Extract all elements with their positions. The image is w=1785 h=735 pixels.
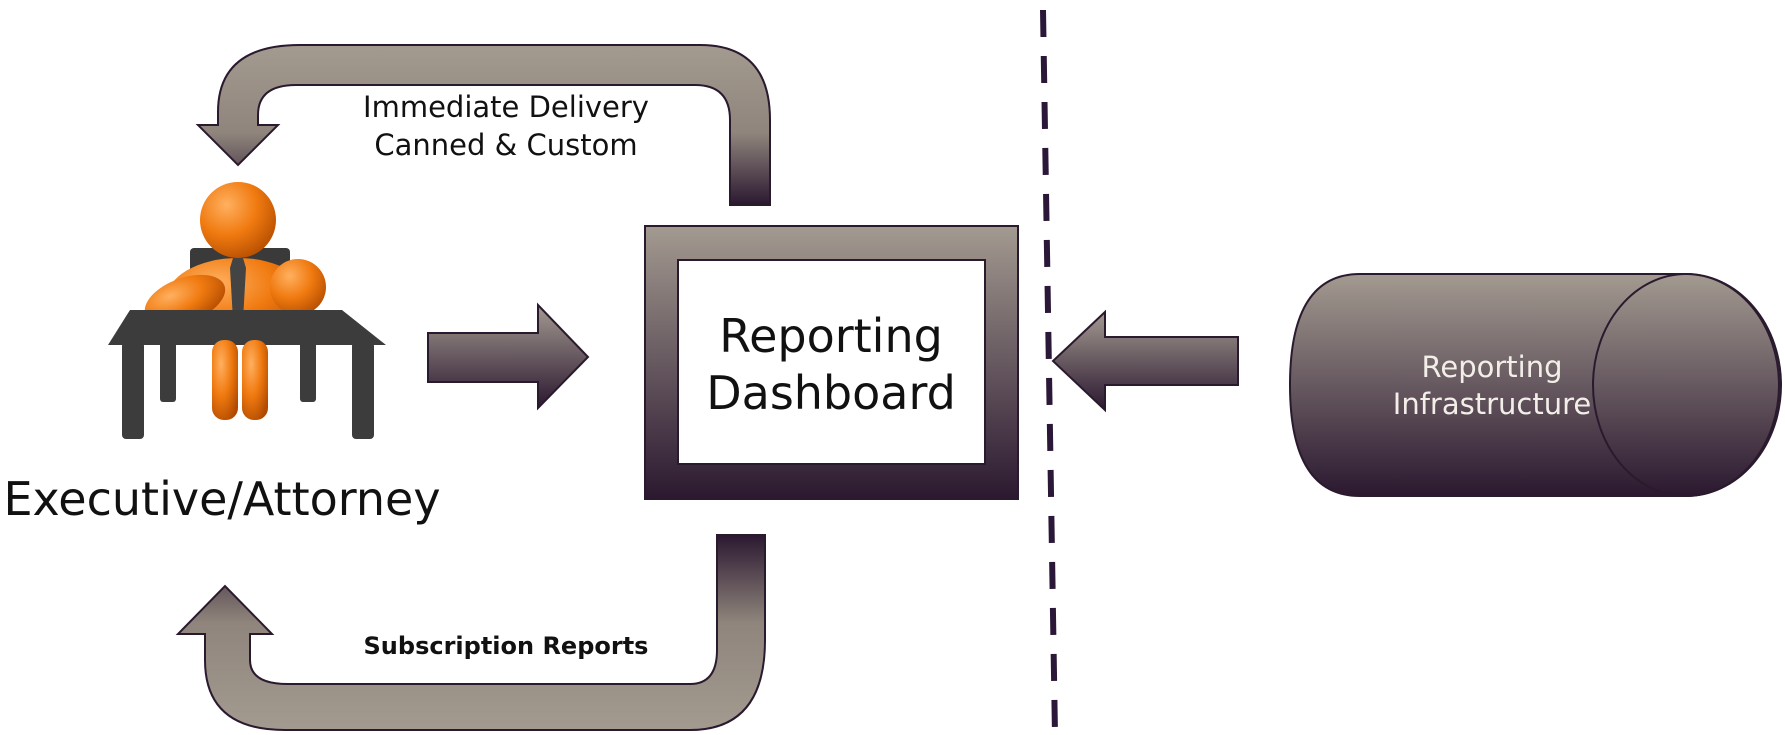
top-arrow-label-line2: Canned & Custom bbox=[374, 128, 637, 162]
reporting-dashboard-box bbox=[644, 225, 1019, 500]
infra-label-line1: Reporting bbox=[1422, 350, 1563, 384]
infra-to-dashboard-arrow bbox=[1051, 309, 1239, 413]
reporting-infrastructure-cylinder bbox=[1288, 273, 1782, 497]
top-arrow-label-line1: Immediate Delivery bbox=[363, 90, 649, 124]
dashboard-label-line1: Reporting bbox=[719, 309, 943, 363]
bottom-subscription-arrow bbox=[175, 534, 766, 731]
bottom-arrow-label: Subscription Reports bbox=[364, 632, 649, 660]
infra-label-line2: Infrastructure bbox=[1393, 387, 1591, 421]
top-feedback-arrow bbox=[195, 44, 771, 206]
executive-person-icon bbox=[108, 182, 386, 439]
dashboard-label-line2: Dashboard bbox=[706, 366, 956, 420]
boundary-divider bbox=[1040, 9, 1058, 735]
executive-label: Executive/Attorney bbox=[3, 472, 440, 526]
executive-to-dashboard-arrow bbox=[427, 302, 590, 411]
